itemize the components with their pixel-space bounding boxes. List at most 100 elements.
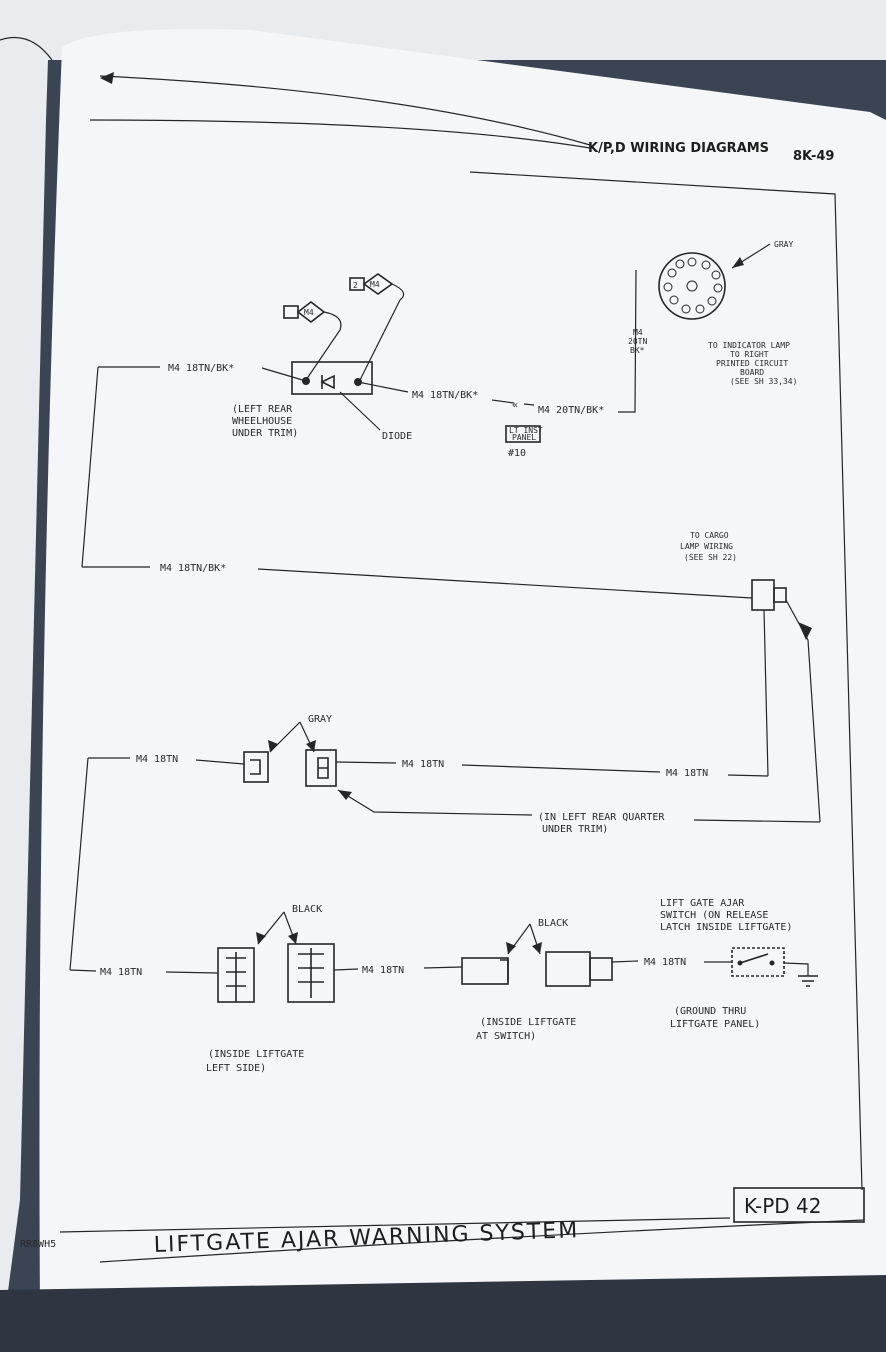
indicator-note-3: PRINTED CIRCUIT bbox=[716, 359, 788, 368]
wire-w5-right bbox=[195, 759, 245, 765]
footer-page-box-text: K-PD 42 bbox=[744, 1194, 822, 1218]
ground-symbol-icon bbox=[798, 975, 818, 987]
header-curve-line bbox=[99, 75, 591, 146]
panel-ref-number: #10 bbox=[508, 448, 526, 459]
wire-cargo-leader bbox=[785, 599, 821, 823]
cargo-arrow-icon bbox=[798, 622, 812, 640]
wire-left-vertical-bottom bbox=[69, 757, 89, 971]
m4-connector-wire bbox=[305, 311, 342, 381]
wire-w3-vertical bbox=[618, 269, 637, 413]
indicator-note-4: BOARD bbox=[740, 368, 764, 377]
footer-bottom-rule bbox=[99, 1219, 865, 1263]
wire-w2-label: M4 18TN/BK* bbox=[412, 390, 478, 401]
gray-connector-left-latch bbox=[250, 759, 261, 775]
footer-page-box bbox=[733, 1187, 865, 1223]
switch-connector-left-tab bbox=[500, 959, 509, 982]
gray-connector-left bbox=[243, 751, 269, 783]
liftgate-left-note-1: (INSIDE LIFTGATE bbox=[208, 1049, 304, 1060]
wheelhouse-note-2: WHEELHOUSE bbox=[232, 416, 292, 427]
ground-note-2: LIFTGATE PANEL) bbox=[670, 1019, 760, 1030]
wire-w9-right bbox=[423, 966, 463, 969]
liftgate-switch-note-1: (INSIDE LIFTGATE bbox=[480, 1017, 576, 1028]
header-title: K/P,D WIRING DIAGRAMS bbox=[588, 141, 769, 156]
black-arrow-2b-icon bbox=[532, 942, 542, 954]
wire-w1-right bbox=[261, 367, 307, 382]
corner-arrow-icon bbox=[100, 72, 114, 84]
footer-rule bbox=[59, 1217, 731, 1233]
wire-w5-label: M4 18TN bbox=[136, 754, 178, 765]
wire-w10-left bbox=[611, 960, 639, 963]
wire-w10-label: M4 18TN bbox=[644, 957, 686, 968]
diode-leader bbox=[339, 391, 381, 431]
diode-label: DIODE bbox=[382, 431, 412, 442]
vertical-wire-label-2: 20TN bbox=[628, 337, 647, 346]
header-page-number: 8K-49 bbox=[793, 149, 834, 164]
connector-pins bbox=[663, 257, 723, 314]
wire-w6-left bbox=[335, 761, 397, 764]
m4-2-connector-wire bbox=[359, 283, 405, 381]
quarter-arrow-icon bbox=[338, 790, 352, 800]
wire-left-vertical-top bbox=[81, 366, 99, 568]
wire-cargo-down bbox=[763, 609, 769, 777]
wheelhouse-note-1: (LEFT REAR bbox=[232, 404, 293, 415]
cargo-note-3: (SEE SH 22) bbox=[684, 553, 737, 562]
cargo-note-1: TO CARGO bbox=[690, 531, 729, 540]
black-label-2: BLACK bbox=[538, 918, 568, 929]
panel-ref-line-2: PANEL bbox=[512, 433, 536, 442]
ajar-switch-box bbox=[731, 947, 785, 977]
gray-round-connector-icon bbox=[658, 252, 726, 320]
quarter-wire bbox=[693, 819, 821, 823]
m4-2-connector-number: 2 bbox=[353, 281, 358, 290]
page-shadow bbox=[0, 1275, 886, 1352]
quarter-leader bbox=[337, 789, 533, 816]
wire-w4-right bbox=[257, 568, 753, 599]
liftgate-left-note-2: LEFT SIDE) bbox=[206, 1063, 266, 1074]
wire-w7-right bbox=[727, 774, 769, 777]
wire-w8-right bbox=[165, 971, 219, 974]
m4-connector-label: M4 bbox=[304, 308, 314, 317]
gray-arrow-1-icon bbox=[268, 740, 278, 752]
diode-symbol-icon bbox=[320, 374, 335, 390]
gray-leader-arrow-icon bbox=[732, 257, 744, 268]
black-arrow-1b-icon bbox=[288, 932, 298, 944]
gray-label-top: GRAY bbox=[774, 240, 793, 249]
black-arrow-1a-icon bbox=[256, 932, 266, 944]
gray-connector-right bbox=[305, 749, 337, 787]
diode-block bbox=[291, 361, 373, 395]
wire-w3-left bbox=[523, 403, 535, 406]
switch-contact-2 bbox=[769, 960, 775, 966]
quarter-note-1: (IN LEFT REAR QUARTER bbox=[538, 812, 665, 823]
cargo-note-2: LAMP WIRING bbox=[680, 542, 733, 551]
wire-w9-left bbox=[333, 968, 359, 971]
ground-wire bbox=[783, 962, 809, 976]
gray-arrow-2-icon bbox=[306, 740, 316, 752]
black-connector-right-pins bbox=[298, 948, 324, 998]
indicator-note-5: (SEE SH 33,34) bbox=[730, 377, 797, 386]
black-connector-right bbox=[287, 943, 335, 1003]
vertical-wire-label-1: M4 bbox=[633, 328, 643, 337]
left-page-edge bbox=[0, 0, 50, 1352]
gray-conn-label: GRAY bbox=[308, 714, 332, 725]
vertical-wire-label-3: BK* bbox=[630, 346, 645, 355]
left-page-curl bbox=[0, 36, 53, 61]
wire-w6-label: M4 18TN bbox=[402, 759, 444, 770]
quarter-note-2: UNDER TRIM) bbox=[542, 824, 608, 835]
diagram-border bbox=[469, 171, 863, 1191]
switch-blade-icon bbox=[739, 953, 769, 964]
wire-w4-label: M4 18TN/BK* bbox=[160, 563, 226, 574]
panel-ref-box bbox=[505, 425, 541, 443]
ajar-note-3: LATCH INSIDE LIFTGATE) bbox=[660, 922, 792, 933]
page-sheet bbox=[39, 29, 886, 1320]
ground-note-1: (GROUND THRU bbox=[674, 1006, 746, 1017]
ajar-note-1: LIFT GATE AJAR bbox=[660, 898, 745, 909]
cargo-connector-plug bbox=[773, 587, 787, 603]
black-label-1: BLACK bbox=[292, 904, 322, 915]
ajar-note-2: SWITCH (ON RELEASE bbox=[660, 910, 768, 921]
indicator-note-1: TO INDICATOR LAMP bbox=[708, 341, 790, 350]
panel-ref-line-1: LT INST bbox=[509, 426, 543, 435]
black-arrow-2a-icon bbox=[506, 942, 516, 954]
wire-w2-right bbox=[491, 399, 515, 404]
wire-w3-label: M4 20TN/BK* bbox=[538, 405, 604, 416]
wire-w7-label: M4 18TN bbox=[666, 768, 708, 779]
wire-w9-label: M4 18TN bbox=[362, 965, 404, 976]
